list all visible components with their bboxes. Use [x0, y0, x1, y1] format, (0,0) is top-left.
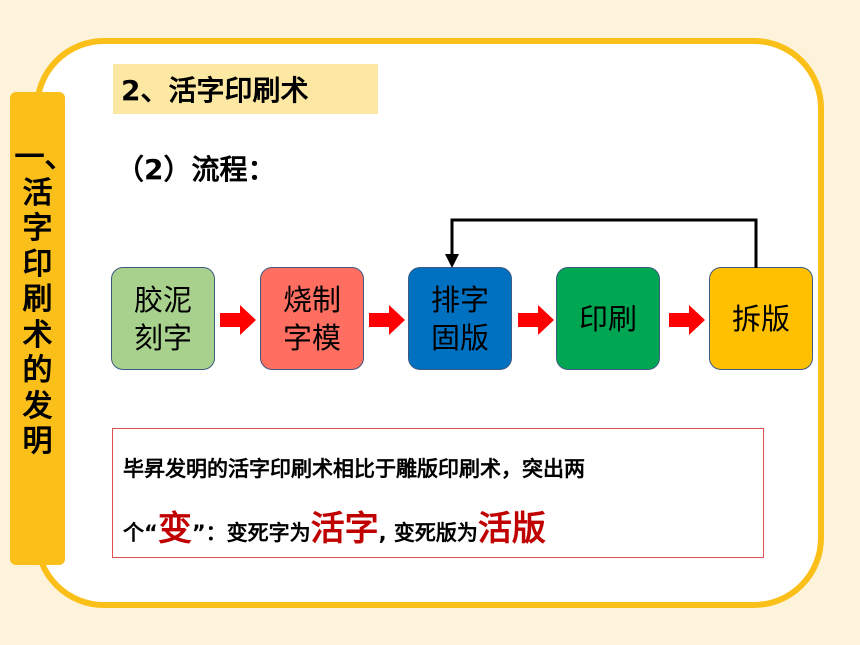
side-tab-char: 活 [22, 175, 53, 211]
arrow-right-icon [369, 305, 405, 335]
side-tab-char: 术 [22, 317, 53, 353]
flow-step-fire: 烧制字模 [260, 267, 364, 370]
note-quote-open: “ [144, 521, 158, 545]
flow-step-line: 固版 [430, 320, 489, 355]
note-emphasis-bian: 变 [157, 509, 192, 549]
flow-step-line: 刻字 [133, 320, 192, 355]
note-quote-close: ” [191, 521, 206, 545]
side-tab-char: 印 [22, 246, 53, 282]
note-text: , 变死版为 [378, 521, 478, 545]
side-tab-char: 一、 [14, 140, 75, 175]
note-text: ：变死字为 [205, 521, 311, 545]
note-text: 个 [123, 521, 144, 545]
side-tab-char: 的 [22, 353, 53, 388]
side-tab-char: 明 [22, 424, 53, 459]
flow-step-line: 拆版 [731, 301, 790, 336]
arrow-right-icon [220, 305, 256, 335]
arrow-right-icon [518, 305, 554, 335]
note-line-2: 个“变”：变死字为活字, 变死版为活版 [123, 501, 546, 550]
note-line-1: 毕昇发明的活字印刷术相比于雕版印刷术，突出两 [123, 457, 585, 481]
flow-step-line: 字模 [282, 320, 341, 355]
side-tab-char: 字 [22, 211, 53, 246]
sub-title: （2）流程： [116, 153, 276, 186]
section-title: 2、活字印刷术 [113, 64, 378, 114]
loop-back-arrow-icon [445, 218, 758, 268]
flow-step-compose: 排字固版 [408, 267, 512, 370]
flow-step-line: 印刷 [578, 301, 637, 336]
flow-step-carve: 胶泥刻字 [111, 267, 215, 370]
side-tab: 一、 活 字 印 刷 术 的 发 明 [10, 92, 75, 565]
summary-note: 毕昇发明的活字印刷术相比于雕版印刷术，突出两 个“变”：变死字为活字, 变死版为… [112, 428, 764, 558]
flow-step-line: 胶泥 [133, 282, 192, 317]
flow-step-disassemble: 拆版 [709, 267, 813, 370]
note-emphasis-huoban: 活版 [477, 509, 546, 549]
side-tab-char: 刷 [22, 282, 53, 317]
flow-step-print: 印刷 [556, 267, 660, 370]
side-tab-char: 发 [22, 388, 53, 424]
note-emphasis-huozi: 活字 [310, 509, 379, 549]
flow-step-line: 排字 [430, 282, 489, 317]
arrow-right-icon [669, 305, 705, 335]
flow-step-line: 烧制 [282, 282, 341, 317]
